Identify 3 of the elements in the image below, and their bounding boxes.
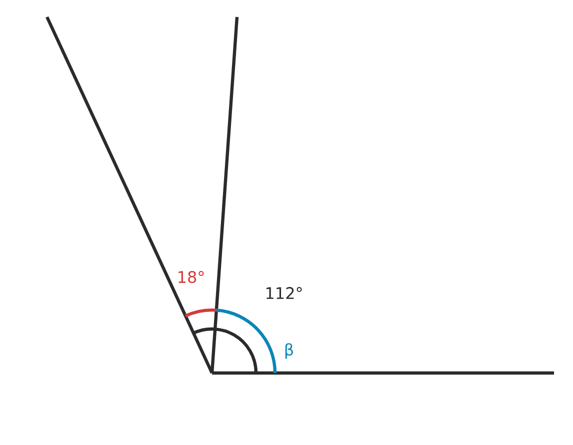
angle-label: 18° <box>178 270 204 284</box>
angle-label: 112° <box>266 287 302 299</box>
angle-label: β <box>285 343 293 359</box>
